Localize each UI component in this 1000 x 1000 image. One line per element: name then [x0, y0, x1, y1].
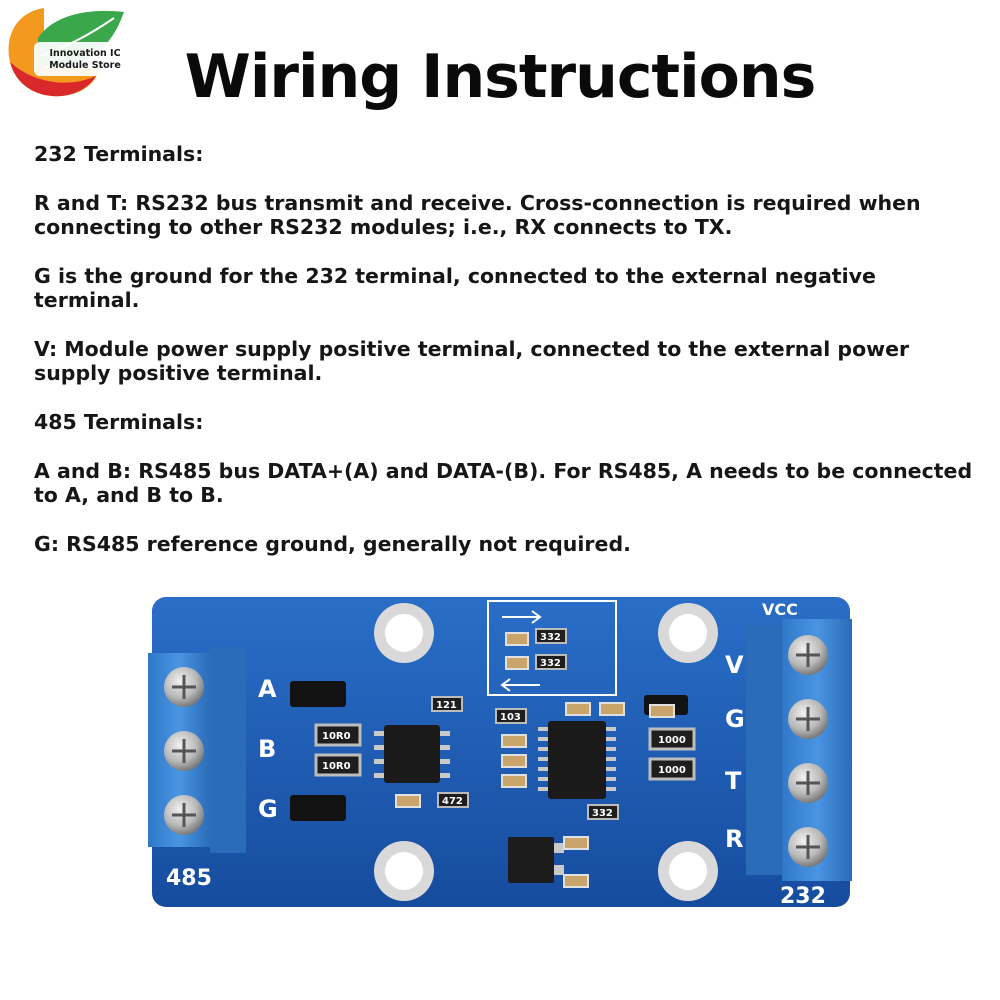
- resistor-label-4: 472: [442, 796, 463, 807]
- pin-label-a: A: [258, 675, 277, 703]
- paragraph-r-and-t: R and T: RS232 bus transmit and receive.…: [34, 191, 921, 239]
- status-led-area: [487, 600, 617, 696]
- label-232: 232: [780, 884, 826, 909]
- mounting-holes: [374, 603, 718, 901]
- paragraph-g-ground: G is the ground for the 232 terminal, co…: [34, 264, 876, 312]
- resistor-label-6: 1000: [658, 765, 686, 776]
- instructions-text: 232 Terminals: R and T: RS232 bus transm…: [34, 142, 974, 581]
- label-vcc: VCC: [762, 600, 798, 619]
- pin-label-t: T: [725, 767, 742, 795]
- resistor-label-1: 10R0: [322, 731, 351, 742]
- pin-label-r: R: [725, 825, 743, 853]
- pcb-board: A B G V G T R 485 232 VCC: [148, 597, 852, 909]
- resistor-label-5: 1000: [658, 735, 686, 746]
- heading-232-terminals: 232 Terminals:: [34, 142, 204, 166]
- terminal-block-232: [746, 619, 852, 881]
- resistor-label-8: 332: [540, 658, 561, 669]
- terminal-block-485: [148, 647, 246, 853]
- store-name: Innovation IC Module Store: [42, 48, 128, 71]
- pin-label-v: V: [725, 651, 744, 679]
- resistor-label-9: 103: [500, 712, 521, 723]
- heading-485-terminals: 485 Terminals:: [34, 410, 204, 434]
- resistor-label-7: 332: [540, 632, 561, 643]
- resistor-label-3: 121: [436, 700, 457, 711]
- pcb-substrate: [152, 597, 850, 907]
- label-485: 485: [166, 866, 212, 891]
- passive-components: 10R0 10R0 121 472 1000 1000 332 332 103 …: [314, 628, 696, 888]
- store-logo: Innovation IC Module Store: [4, 4, 128, 100]
- pin-label-b: B: [258, 735, 276, 763]
- pin-label-g-232: G: [725, 705, 745, 733]
- paragraph-a-and-b: A and B: RS485 bus DATA+(A) and DATA-(B)…: [34, 459, 973, 507]
- page-title: Wiring Instructions: [184, 42, 817, 112]
- resistor-label-10: 332: [592, 808, 613, 819]
- leaf-logo-icon: [8, 8, 128, 97]
- store-name-line1: Innovation IC: [49, 48, 121, 59]
- resistor-label-2: 10R0: [322, 761, 351, 772]
- rs485-rs232-module-photo: A B G V G T R 485 232 VCC: [140, 585, 860, 925]
- pin-label-g-485: G: [258, 795, 278, 823]
- paragraph-v-power: V: Module power supply positive terminal…: [34, 337, 910, 385]
- store-name-line2: Module Store: [49, 59, 121, 71]
- paragraph-g-reference: G: RS485 reference ground, generally not…: [34, 532, 631, 556]
